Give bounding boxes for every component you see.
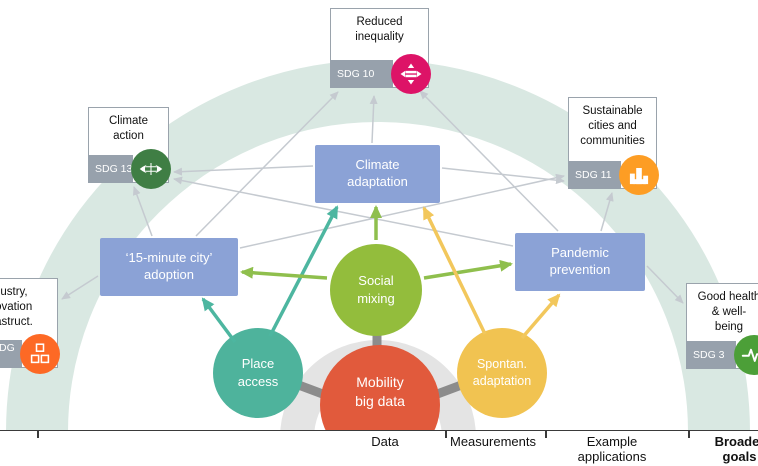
axis-label-data: Data [371, 434, 399, 449]
sdg9-title: Industry, innovation infrastruct. [0, 286, 33, 328]
axis-tick [545, 431, 547, 438]
sdg11-title: Sustainable cities and communities [580, 105, 645, 147]
sdg3-title: Good health & well- being [697, 291, 758, 333]
sdg3-tag: SDG 3 [686, 341, 736, 369]
box-15-minute-city-adoption: ‘15-minute city’ adoption [100, 238, 238, 296]
sdg13-title: Climate action [109, 115, 148, 142]
social-mixing-circle: Social mixing [330, 244, 422, 336]
axis-label-broader-goals: Broader goals [714, 434, 758, 464]
sdg3-box: Good health & well- being SDG 3 [686, 283, 758, 375]
sdg11-tag: SDG 11 [568, 161, 621, 189]
box-climate-adaptation: Climate adaptation [315, 145, 440, 203]
axis-strip: Data Measurements Example applications B… [0, 430, 758, 466]
sdg10-tag: SDG 10 [330, 60, 393, 88]
sdg10-box: Reduced inequality SDG 10 [330, 8, 431, 94]
axis-label-example-applications: Example applications [577, 434, 647, 464]
buildings-icon [619, 155, 659, 195]
sdg9-box: Industry, innovation infrastruct. SDG 9 [0, 278, 60, 374]
sdg10-title: Reduced inequality [355, 16, 404, 43]
eye-globe-icon [131, 149, 171, 189]
spontan-adaptation-circle: Spontan. adaptation [457, 328, 547, 418]
equality-icon [391, 54, 431, 94]
axis-label-measurements: Measurements [450, 434, 536, 449]
place-access-circle: Place access [213, 328, 303, 418]
sdg13-tag: SDG 13 [88, 155, 133, 183]
sdg9-tag: SDG 9 [0, 340, 22, 368]
sdg11-box: Sustainable cities and communities SDG 1… [568, 97, 659, 195]
cubes-icon [20, 334, 60, 374]
sdg13-box: Climate action SDG 13 [88, 107, 171, 189]
axis-tick [688, 431, 690, 438]
axis-tick [445, 431, 447, 438]
axis-tick [37, 431, 39, 438]
box-pandemic-prevention: Pandemic prevention [515, 233, 645, 291]
